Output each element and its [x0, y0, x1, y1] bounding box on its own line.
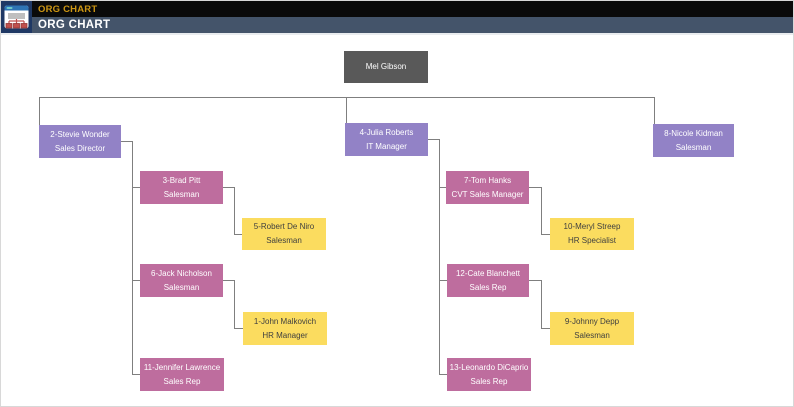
- connector-line: [39, 97, 40, 125]
- connector-line: [234, 328, 243, 329]
- org-node-meryl-streep[interactable]: 10-Meryl Streep HR Specialist: [550, 218, 634, 250]
- node-role: Salesman: [675, 142, 712, 152]
- node-role: Sales Director: [54, 143, 106, 153]
- node-name: 11-Jennifer Lawrence: [143, 362, 221, 372]
- connector-line: [439, 139, 440, 374]
- connector-line: [132, 187, 140, 188]
- node-name: 13-Leonardo DiCaprio: [449, 362, 529, 372]
- node-name: 7-Tom Hanks: [463, 175, 512, 185]
- node-role: CVT Sales Manager: [451, 189, 524, 199]
- connector-line: [223, 280, 234, 281]
- node-role: Sales Rep: [163, 376, 201, 386]
- node-name: 2-Stevie Wonder: [50, 129, 110, 139]
- org-chart-window-icon: [4, 5, 29, 28]
- page-title: ORG CHART: [38, 19, 111, 31]
- connector-line: [541, 280, 542, 328]
- connector-line: [234, 234, 242, 235]
- node-role: HR Specialist: [567, 236, 616, 245]
- org-node-john-malkovich[interactable]: 1-John Malkovich HR Manager: [243, 312, 327, 345]
- connector-line: [132, 374, 140, 375]
- header-divider: [1, 33, 793, 35]
- connector-line: [541, 187, 542, 234]
- node-role: Salesman: [266, 236, 302, 245]
- connector-line: [223, 187, 234, 188]
- connector-line: [439, 374, 447, 375]
- connector-line: [529, 280, 541, 281]
- node-name: 4-Julia Roberts: [359, 127, 414, 137]
- org-node-julia-roberts[interactable]: 4-Julia Roberts IT Manager: [345, 123, 428, 156]
- node-name: 9-Johnny Depp: [564, 316, 620, 326]
- node-role: Salesman: [163, 189, 200, 199]
- app-logo: [1, 1, 32, 33]
- connector-line: [654, 97, 655, 124]
- node-role: Salesman: [163, 282, 200, 292]
- connector-line: [529, 187, 541, 188]
- node-name: 8-Nicole Kidman: [664, 128, 723, 138]
- connector-line: [132, 141, 133, 374]
- node-name: 5-Robert De Niro: [253, 222, 315, 231]
- sheet-tab-title[interactable]: ORG CHART: [38, 3, 98, 15]
- node-role: Sales Rep: [469, 282, 507, 292]
- connector-line: [541, 234, 550, 235]
- node-name: 12-Cate Blanchett: [455, 268, 521, 278]
- node-name: 6-Jack Nicholson: [151, 268, 212, 278]
- node-role: HR Manager: [262, 330, 308, 340]
- org-node-mel-gibson[interactable]: Mel Gibson: [344, 51, 428, 83]
- connector-line: [541, 328, 550, 329]
- title-bar: ORG CHART: [1, 17, 793, 33]
- connector-line: [439, 187, 446, 188]
- node-role: Sales Rep: [470, 376, 508, 386]
- connector-line: [439, 280, 447, 281]
- connector-line: [234, 187, 235, 234]
- connector-line: [428, 139, 439, 140]
- tab-bar: ORG CHART: [1, 1, 793, 17]
- connector-line: [132, 280, 140, 281]
- connector-line: [234, 280, 235, 328]
- connector-line: [121, 141, 132, 142]
- node-role: Salesman: [574, 330, 610, 340]
- node-role: IT Manager: [366, 141, 407, 151]
- node-name: 3-Brad Pitt: [162, 175, 201, 185]
- node-name: Mel Gibson: [365, 62, 407, 71]
- connector-line: [346, 97, 347, 123]
- node-name: 10-Meryl Streep: [563, 222, 621, 231]
- node-name: 1-John Malkovich: [253, 316, 317, 326]
